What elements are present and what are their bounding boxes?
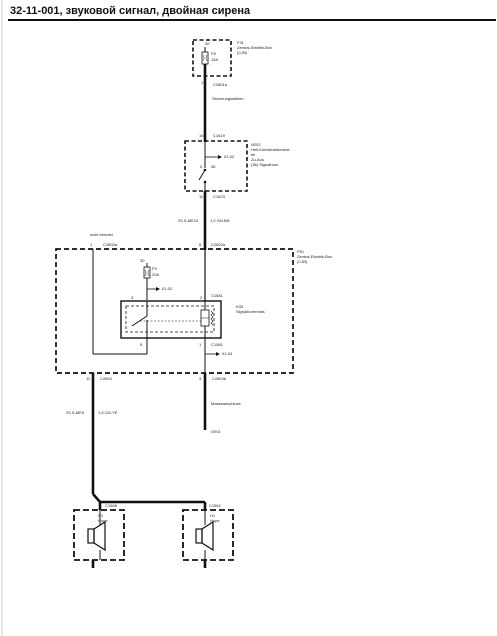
svg-text:Signalhornrelais: Signalhornrelais <box>236 309 265 314</box>
svg-text:1: 1 <box>199 342 202 347</box>
n202-module: 10 C1619 01-02 0 36 N202 Hell-Kombiinstr… <box>184 133 291 199</box>
svg-text:11: 11 <box>86 376 91 381</box>
svg-text:01-02: 01-02 <box>224 154 235 159</box>
svg-text:C2802a: C2802a <box>211 242 226 247</box>
c1623-label: C1623 <box>213 194 226 199</box>
svg-text:C2803b: C2803b <box>212 376 227 381</box>
svg-text:K33: K33 <box>236 304 244 309</box>
svg-text:C1581: C1581 <box>211 293 224 298</box>
horn-left-speaker-icon <box>87 528 95 544</box>
svg-text:(36) Signalhorn: (36) Signalhorn <box>251 162 278 167</box>
horn-right: C1562 H1 Hupe <box>182 503 234 568</box>
svg-text:C1562: C1562 <box>209 503 222 508</box>
nicht-benutzt-label: nicht benutzt <box>90 232 114 237</box>
k33-contact-icon <box>131 315 148 327</box>
svg-text:3: 3 <box>199 376 202 381</box>
svg-text:10: 10 <box>199 133 204 138</box>
svg-text:29-S-ME10: 29-S-ME10 <box>178 218 199 223</box>
k33-diode-icon <box>210 310 214 326</box>
svg-text:0: 0 <box>200 164 203 169</box>
c2801a-label: C2801a <box>213 82 228 87</box>
p91-fuse-box: nicht benutzt 1 C2802a 6 C2802a P91 Zent… <box>55 232 332 374</box>
svg-text:11: 11 <box>199 194 204 199</box>
svg-text:1.0 GN-BN: 1.0 GN-BN <box>210 218 230 223</box>
f31-sub: (CJB) <box>237 50 248 55</box>
f31-id: F31 <box>237 40 245 45</box>
svg-text:H1: H1 <box>210 513 216 518</box>
svg-text:20A: 20A <box>152 272 159 277</box>
svg-text:29-S-ME5: 29-S-ME5 <box>66 410 85 415</box>
svg-text:Hupe: Hupe <box>98 518 108 523</box>
svg-text:C1581: C1581 <box>211 342 224 347</box>
title-divider <box>8 19 496 21</box>
svg-text:01-04: 01-04 <box>222 351 233 356</box>
svg-text:01-02: 01-02 <box>162 286 173 291</box>
svg-text:Hell-Kombiinstrument-: Hell-Kombiinstrument- <box>251 147 291 152</box>
f8-pin-label: 30 <box>205 41 210 46</box>
f31-pin-1: 1 <box>201 80 204 85</box>
svg-text:Zu-Aus: Zu-Aus <box>251 157 264 162</box>
page-title: 32-11-001, звуковой сигнал, двойная сире… <box>10 5 251 17</box>
horn-right-speaker-icon <box>195 528 203 544</box>
sicherungsstellen-label: Sicherungsstellen <box>212 96 244 101</box>
svg-text:Hupe: Hupe <box>210 518 220 523</box>
svg-text:N202: N202 <box>251 142 261 147</box>
svg-text:Zentral-Elektrik-Box: Zentral-Elektrik-Box <box>297 254 332 259</box>
f8-rating: 15A <box>211 57 218 62</box>
svg-text:H1: H1 <box>98 513 104 518</box>
k33-relay <box>120 300 222 339</box>
g901-label: G901 <box>211 429 222 434</box>
svg-text:F9: F9 <box>152 266 157 271</box>
svg-text:C2834: C2834 <box>100 376 113 381</box>
f8-id: F8 <box>211 51 216 56</box>
svg-text:36: 36 <box>211 164 216 169</box>
c1619-label: C1619 <box>213 133 226 138</box>
n202-switch-icon <box>198 169 206 181</box>
svg-text:C2802a: C2802a <box>103 242 118 247</box>
svg-text:1: 1 <box>90 242 93 247</box>
f31-name: Zentral-Elektrik-Box <box>237 45 272 50</box>
svg-text:tel: tel <box>251 152 255 157</box>
svg-text:30: 30 <box>140 258 145 263</box>
horn-left: C1568 H1 Hupe <box>73 503 125 568</box>
svg-text:5: 5 <box>140 342 143 347</box>
f8-fuse-icon <box>201 51 209 65</box>
svg-text:6: 6 <box>199 242 202 247</box>
svg-text:Masseanschluss: Masseanschluss <box>211 401 241 406</box>
svg-text:C1568: C1568 <box>105 503 118 508</box>
svg-text:P91: P91 <box>297 249 305 254</box>
f9-fuse-icon <box>143 266 151 279</box>
svg-text:3: 3 <box>131 295 134 300</box>
svg-text:2: 2 <box>200 295 203 300</box>
svg-text:1.5 OG-YE: 1.5 OG-YE <box>98 410 118 415</box>
svg-text:(CJB): (CJB) <box>297 259 308 264</box>
